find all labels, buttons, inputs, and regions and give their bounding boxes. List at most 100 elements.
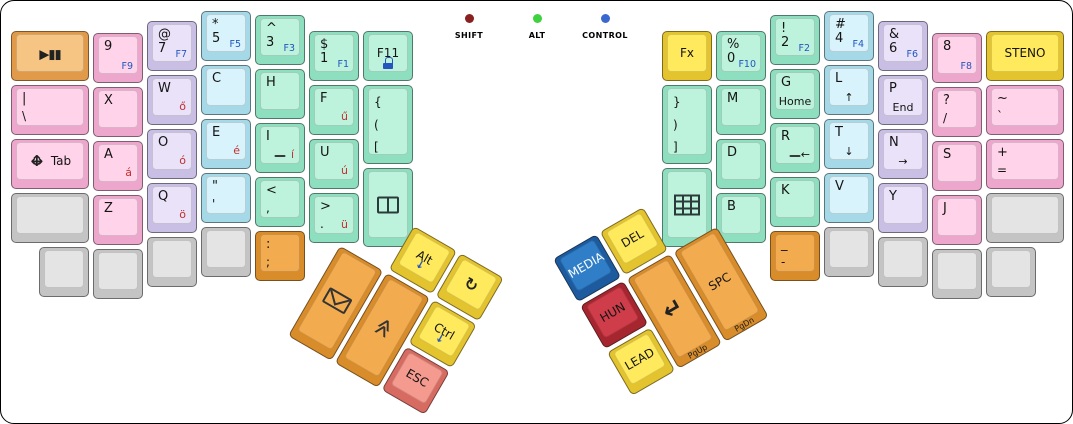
key-legend-l2: 0 [727,51,736,66]
key-legend-tl: H [266,75,276,90]
key-blank-bottom-r4[interactable] [986,247,1036,297]
key-blank-bottom-r1[interactable] [824,227,874,277]
keycap: J [937,198,977,236]
key-legend-tl: P [889,81,897,96]
keycap: DEL [605,212,660,266]
keycap: <, [260,180,300,218]
key-d[interactable]: D [716,139,766,189]
key-legend-tl: @ [158,27,171,42]
key-tilde-backtick[interactable]: ~` [986,85,1064,135]
keycap: D [721,142,761,180]
key-doublequote-quote[interactable]: "' [201,173,251,223]
key-legend-ln: { [374,95,382,109]
key-x[interactable]: X [93,87,143,137]
keycap: :; [260,234,300,272]
key-question-slash[interactable]: ?/ [932,87,982,137]
key-lessthan-comma[interactable]: <, [255,177,305,227]
key-legend-tl: 8 [943,39,952,54]
key-b[interactable]: B [716,193,766,243]
key-fx[interactable]: Fx [662,31,712,81]
key-close-brackets[interactable]: })] [662,85,712,164]
key-legend-tl: A [104,147,113,162]
key-r[interactable]: R← [770,123,820,173]
key-legend-red: ö [179,208,186,221]
key-blank-left-outer[interactable] [11,193,89,243]
key-blank-bottom-r3[interactable] [932,249,982,299]
keycap: {([ [368,88,408,155]
key-v[interactable]: V [824,173,874,223]
key-legend-tl: I [266,129,270,144]
key-f11[interactable]: F11 [363,31,413,81]
homing-bar [274,155,286,157]
key-legend-bl: \ [22,109,27,123]
key-blank-bottom-r2[interactable] [878,237,928,287]
key-tab[interactable]: Tab [11,139,89,189]
key-h[interactable]: H [255,69,305,119]
key-blank-right-outer[interactable] [986,193,1064,243]
keycap: Alt [397,231,452,285]
key-s[interactable]: S [932,141,982,191]
key-open-brackets[interactable]: {([ [363,85,413,164]
key-layout-toggle[interactable] [363,168,413,247]
key-pipe-backslash[interactable]: |\ [11,85,89,135]
keycap [16,196,84,234]
indicator-alt: ALT [503,14,571,40]
key-n[interactable]: N→ [878,129,928,179]
key-j[interactable]: J [932,195,982,245]
alt-led-icon [532,14,542,23]
keycap: _- [775,234,815,272]
key-m[interactable]: M [716,85,766,135]
key-y[interactable]: Y [878,183,928,233]
keycap: "' [206,176,246,214]
key-blank-bottom-l1[interactable] [39,247,89,297]
key-z[interactable]: Z [93,195,143,245]
key-legend-red: ű [341,110,348,123]
control-led-label: CONTROL [582,31,628,40]
key-l[interactable]: L↑ [824,65,874,115]
layout-icon [377,196,399,213]
key-play-pause[interactable] [11,31,89,81]
key-blank-bottom-l4[interactable] [201,227,251,277]
key-t[interactable]: T↓ [824,119,874,169]
key-legend-tl: G [781,75,792,90]
key-blank-bottom-l2[interactable] [93,249,143,299]
key-colon-semicolon[interactable]: :; [255,231,305,281]
keycap: M [721,88,761,126]
keycap: H [260,72,300,110]
key-k[interactable]: K [770,177,820,227]
key-steno[interactable]: STENO [986,31,1064,81]
key-blank-bottom-l3[interactable] [147,237,197,287]
key-plus-equals[interactable]: += [986,139,1064,189]
key-underscore-dash[interactable]: _- [770,231,820,281]
key-legend-tl: O [158,135,169,150]
key-greaterthan-period[interactable]: >.ü [309,193,359,243]
key-c[interactable]: C [201,65,251,115]
move-icon [29,153,45,169]
key-legend-ctr: STENO [1004,46,1046,60]
